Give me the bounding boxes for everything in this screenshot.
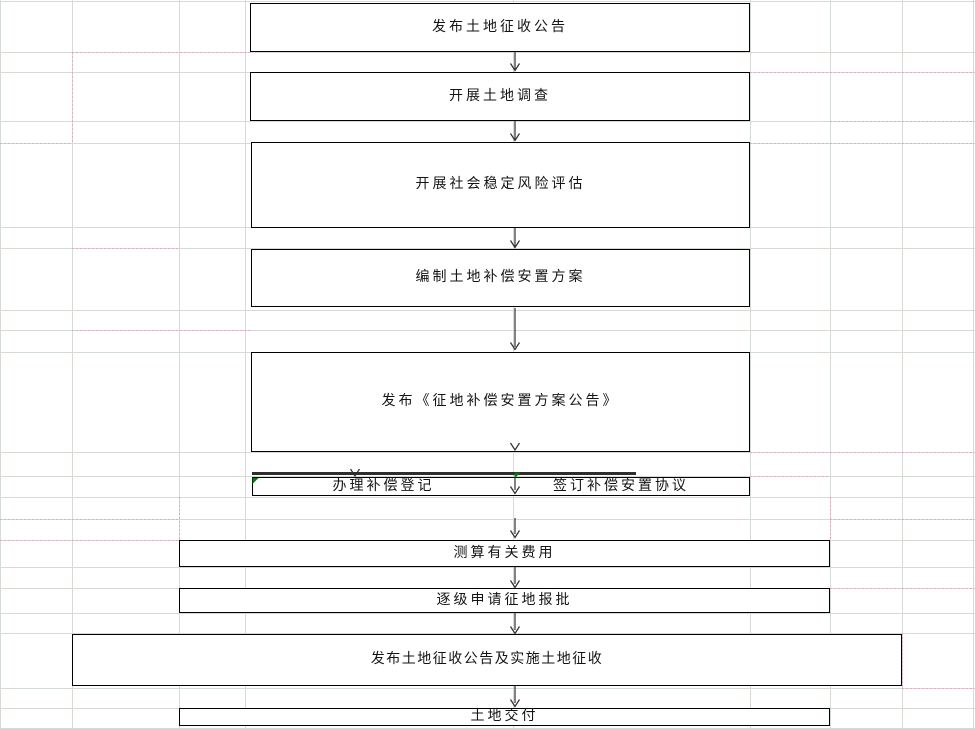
flow-step-label: 土地交付 <box>470 709 539 724</box>
flow-step-label: 签订补偿安置协议 <box>553 478 689 494</box>
flow-step-sign-resettlement-agreement[interactable]: 签订补偿安置协议 <box>513 478 748 495</box>
flow-step-compensation-registration[interactable]: 办理补偿登记 <box>255 478 513 495</box>
flow-step-calculate-fees[interactable]: 测算有关费用 <box>179 540 830 567</box>
flow-step-label: 开展土地调查 <box>449 88 551 104</box>
flow-step-land-survey[interactable]: 开展土地调查 <box>250 72 750 121</box>
flow-step-label: 编制土地补偿安置方案 <box>415 270 586 285</box>
flow-step-social-stability-risk-assessment[interactable]: 开展社会稳定风险评估 <box>251 142 750 228</box>
flow-step-branch-row: 办理补偿登记 签订补偿安置协议 <box>252 477 750 496</box>
page-break-dashes <box>0 52 975 689</box>
flow-step-publish-land-expropriation-notice[interactable]: 发布土地征收公告 <box>250 3 750 52</box>
flow-step-publish-plan-announcement[interactable]: 发布《征地补偿安置方案公告》 <box>251 352 750 452</box>
flow-step-label: 开展社会稳定风险评估 <box>415 177 586 192</box>
flow-step-label: 发布土地征收公告 <box>432 19 568 35</box>
flow-step-label: 发布《征地补偿安置方案公告》 <box>381 394 620 409</box>
flow-step-label: 逐级申请征地报批 <box>436 592 573 608</box>
flow-step-publish-notice-and-implement[interactable]: 发布土地征收公告及实施土地征收 <box>72 634 902 686</box>
flow-step-label: 发布土地征收公告及实施土地征收 <box>370 652 604 667</box>
flow-step-label: 测算有关费用 <box>453 545 556 561</box>
flow-step-land-delivery[interactable]: 土地交付 <box>179 708 830 726</box>
flow-step-label: 办理补偿登记 <box>332 478 435 494</box>
flow-step-compensation-resettlement-plan[interactable]: 编制土地补偿安置方案 <box>251 249 750 307</box>
flow-step-apply-approval-level-by-level[interactable]: 逐级申请征地报批 <box>179 588 830 613</box>
